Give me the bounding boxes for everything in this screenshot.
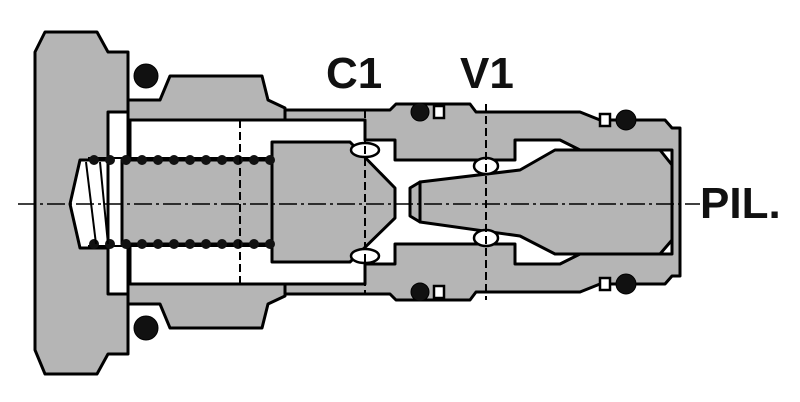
spring-guide [120, 158, 274, 246]
backup-ring-pil-upper [598, 112, 612, 128]
seal-head-lower [133, 315, 159, 341]
seal-pil-lower [615, 273, 637, 295]
seal-c1-lower [410, 282, 430, 302]
spring-upper-row [88, 155, 275, 165]
backup-ring-c1-upper [432, 104, 446, 120]
seal-pil-upper [615, 109, 637, 131]
spring-lower-row [88, 239, 275, 249]
section-lines [239, 104, 487, 300]
backup-ring-pil-lower [598, 276, 612, 292]
label-pil: PIL. [700, 179, 781, 228]
spring-end-wraps [85, 161, 109, 245]
label-c1: C1 [326, 49, 382, 98]
pilot-needle [408, 180, 422, 224]
label-v1: V1 [460, 49, 514, 98]
backup-ring-c1-lower [432, 284, 446, 300]
seal-head-upper [133, 63, 159, 89]
seal-c1-upper [410, 102, 430, 122]
